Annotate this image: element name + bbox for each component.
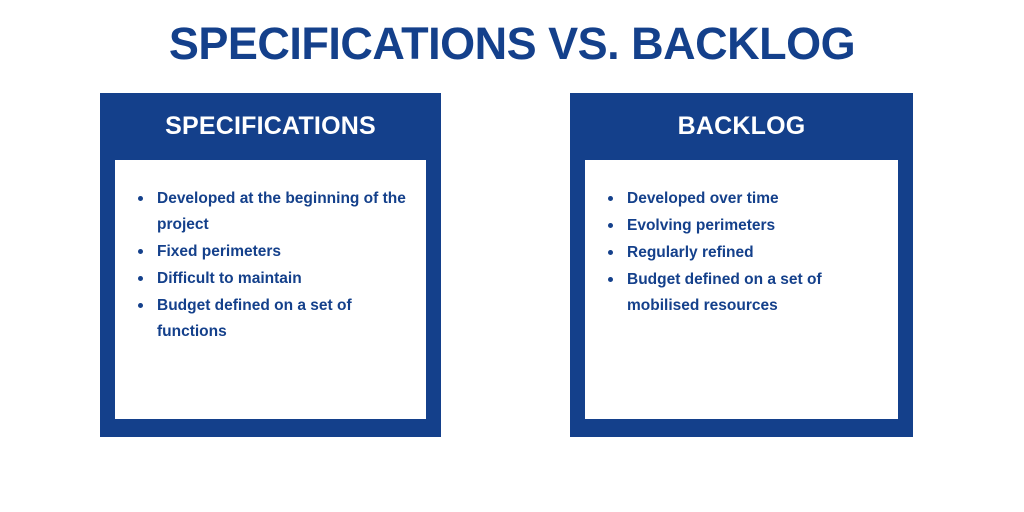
list-item: Budget defined on a set of mobilised res… [599,267,884,319]
list-item-label: Evolving perimeters [627,217,776,234]
page-title: SPECIFICATIONS VS. BACKLOG [168,18,856,69]
card-specifications-body: Developed at the beginning of the projec… [115,160,426,419]
bullet-dot-icon [138,303,143,308]
specifications-bullet-list: Developed at the beginning of the projec… [129,186,412,345]
card-specifications: SPECIFICATIONS Developed at the beginnin… [100,93,441,437]
card-backlog-header: BACKLOG [677,112,806,140]
bullet-dot-icon [608,223,613,228]
list-item-label: Budget defined on a set of mobilised res… [627,271,822,314]
list-item: Budget defined on a set of functions [129,293,412,345]
bullet-dot-icon [608,277,613,282]
list-item: Developed over time [599,186,884,212]
list-item: Regularly refined [599,240,884,266]
card-specifications-header: SPECIFICATIONS [165,112,376,140]
list-item-label: Fixed perimeters [157,243,282,260]
bullet-dot-icon [138,196,143,201]
bullet-dot-icon [138,276,143,281]
list-item-label: Difficult to maintain [157,270,302,287]
bullet-dot-icon [138,249,143,254]
list-item: Developed at the beginning of the projec… [129,186,412,238]
card-backlog: BACKLOG Developed over time Evolving per… [570,93,913,437]
backlog-bullet-list: Developed over time Evolving perimeters … [599,186,884,319]
bullet-dot-icon [608,250,613,255]
list-item-label: Budget defined on a set of functions [157,297,352,340]
list-item: Evolving perimeters [599,213,884,239]
list-item-label: Regularly refined [627,244,754,261]
list-item-label: Developed at the beginning of the projec… [157,190,406,233]
list-item: Fixed perimeters [129,239,412,265]
list-item-label: Developed over time [627,190,779,207]
list-item: Difficult to maintain [129,266,412,292]
bullet-dot-icon [608,196,613,201]
card-backlog-body: Developed over time Evolving perimeters … [585,160,898,419]
